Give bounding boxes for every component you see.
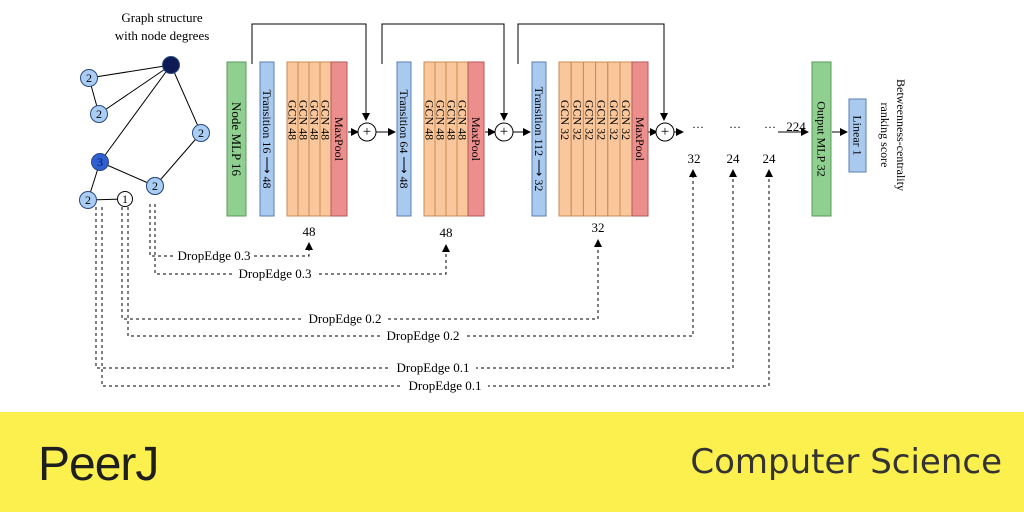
graph-node-circle — [80, 69, 98, 87]
transition-1-block — [259, 61, 275, 217]
node-mlp-block — [226, 61, 247, 217]
graph-node-degree: 2 — [198, 126, 204, 140]
graph-edges — [87, 64, 202, 201]
graph-node-i: 1 — [117, 191, 133, 207]
dots-3: ··· — [764, 120, 776, 134]
gcn-layer-label: GCN 48 — [308, 100, 322, 140]
dots-1: ··· — [692, 120, 704, 134]
graph-node-circle — [192, 124, 210, 142]
dim-below-gcn-2: 48 — [440, 225, 453, 240]
transition-2-block — [396, 61, 412, 217]
peerj-logo: PeerJ — [38, 438, 159, 491]
gcn-layer-label: GCN 32 — [583, 100, 597, 140]
graph-node-degree: 4 — [168, 58, 174, 72]
graph-node-f: 3 — [91, 153, 109, 171]
gcn-layer-label: GCN 48 — [445, 100, 459, 140]
graph-node-circle — [79, 191, 97, 209]
plus-symbol-1: + — [363, 124, 371, 140]
architecture-diagram: Graph structure with node degrees 224223… — [79, 10, 908, 393]
dots-2: ··· — [729, 120, 741, 134]
graph-node-circle — [91, 153, 109, 171]
maxpool-1-label: MaxPool — [332, 117, 346, 162]
plus-circle-3 — [655, 122, 675, 142]
graph-node-circle — [90, 105, 108, 123]
linear-block — [848, 98, 867, 173]
plus-symbol-2: + — [500, 124, 508, 140]
journal-subject: Computer Science — [690, 442, 1002, 482]
maxpool-1-block — [330, 61, 348, 217]
dropedge-label-3: DropEdge 0.2 — [309, 311, 382, 326]
graph-nodes: 224223221 — [79, 56, 210, 209]
gcn-layer-label: GCN 32 — [570, 100, 584, 140]
graph-node-circle — [117, 191, 133, 207]
transition-3-block — [531, 61, 547, 217]
dropedge-label-1: DropEdge 0.3 — [178, 248, 251, 263]
gcn-layer-label: GCN 48 — [423, 100, 437, 140]
graph-node-h: 2 — [79, 191, 97, 209]
gcn-layer-label: GCN 48 — [319, 100, 333, 140]
node-mlp-label: Node MLP 16 — [229, 102, 244, 176]
maxpool-2-label: MaxPool — [469, 117, 483, 162]
score-label-line-2: ranking score — [878, 103, 892, 168]
graph-node-degree: 1 — [122, 192, 128, 206]
maxpool-3-block — [631, 61, 649, 217]
gcn-layer-label: GCN 48 — [286, 100, 300, 140]
dropedge-label-2: DropEdge 0.3 — [239, 266, 312, 281]
dim-skip-3: 24 — [763, 151, 777, 166]
transition-3-label: Transition 112 ⟶ 32 — [532, 87, 546, 192]
graph-node-c: 4 — [162, 56, 180, 74]
gcn-layer-label: GCN 48 — [297, 100, 311, 140]
dropedge-label-4: DropEdge 0.2 — [387, 328, 460, 343]
graph-node-g: 2 — [146, 177, 164, 195]
gcn-layer-label: GCN 32 — [607, 100, 621, 140]
plus-symbol-3: + — [661, 124, 669, 140]
gcn-layer-label: GCN 32 — [595, 100, 609, 140]
output-mlp-block — [811, 61, 832, 217]
dim-skip-2: 24 — [727, 151, 741, 166]
graph-node-degree: 2 — [86, 71, 92, 85]
graph-node-b: 2 — [90, 105, 108, 123]
transition-1-label: Transition 16 ⟶ 48 — [260, 89, 274, 188]
graph-node-d: 2 — [192, 124, 210, 142]
maxpool-3-label: MaxPool — [633, 117, 647, 162]
linear-label: Linear 1 — [851, 115, 865, 155]
dropedge-labels: DropEdge 0.3 DropEdge 0.3 DropEdge 0.2 D… — [174, 247, 488, 393]
gcn-layer-label: GCN 48 — [456, 100, 470, 140]
graph-node-circle — [146, 177, 164, 195]
gcn-layer-label: GCN 32 — [558, 100, 572, 140]
dim-below-gcn-1: 48 — [303, 224, 316, 239]
gcn-layer-label: GCN 48 — [434, 100, 448, 140]
graph-node-a: 2 — [80, 69, 98, 87]
skip-loops — [251, 23, 668, 121]
score-label-line-1: Betweenness-centrality — [894, 79, 908, 191]
plus-circle-1 — [357, 122, 377, 142]
maxpool-2-block — [467, 61, 485, 217]
graph-node-degree: 2 — [85, 193, 91, 207]
graph-node-circle — [162, 56, 180, 74]
output-mlp-label: Output MLP 32 — [815, 101, 829, 177]
dim-to-output: 224 — [786, 119, 806, 134]
graph-node-degree: 3 — [97, 155, 103, 169]
graph-node-degree: 2 — [152, 179, 158, 193]
graph-title-line-1: Graph structure — [121, 10, 202, 25]
dim-skip-1: 32 — [688, 151, 701, 166]
graph-node-degree: 2 — [96, 107, 102, 121]
footer-banner — [0, 412, 1024, 512]
gcn-layer-label: GCN 32 — [619, 100, 633, 140]
plus-circle-2 — [494, 122, 514, 142]
dropedge-label-5: DropEdge 0.1 — [397, 360, 470, 375]
dropedge-label-6: DropEdge 0.1 — [409, 378, 482, 393]
transition-2-label: Transition 64 ⟶ 48 — [397, 89, 411, 188]
dim-below-gcn-3: 32 — [592, 220, 605, 235]
graph-title-line-2: with node degrees — [115, 28, 210, 43]
